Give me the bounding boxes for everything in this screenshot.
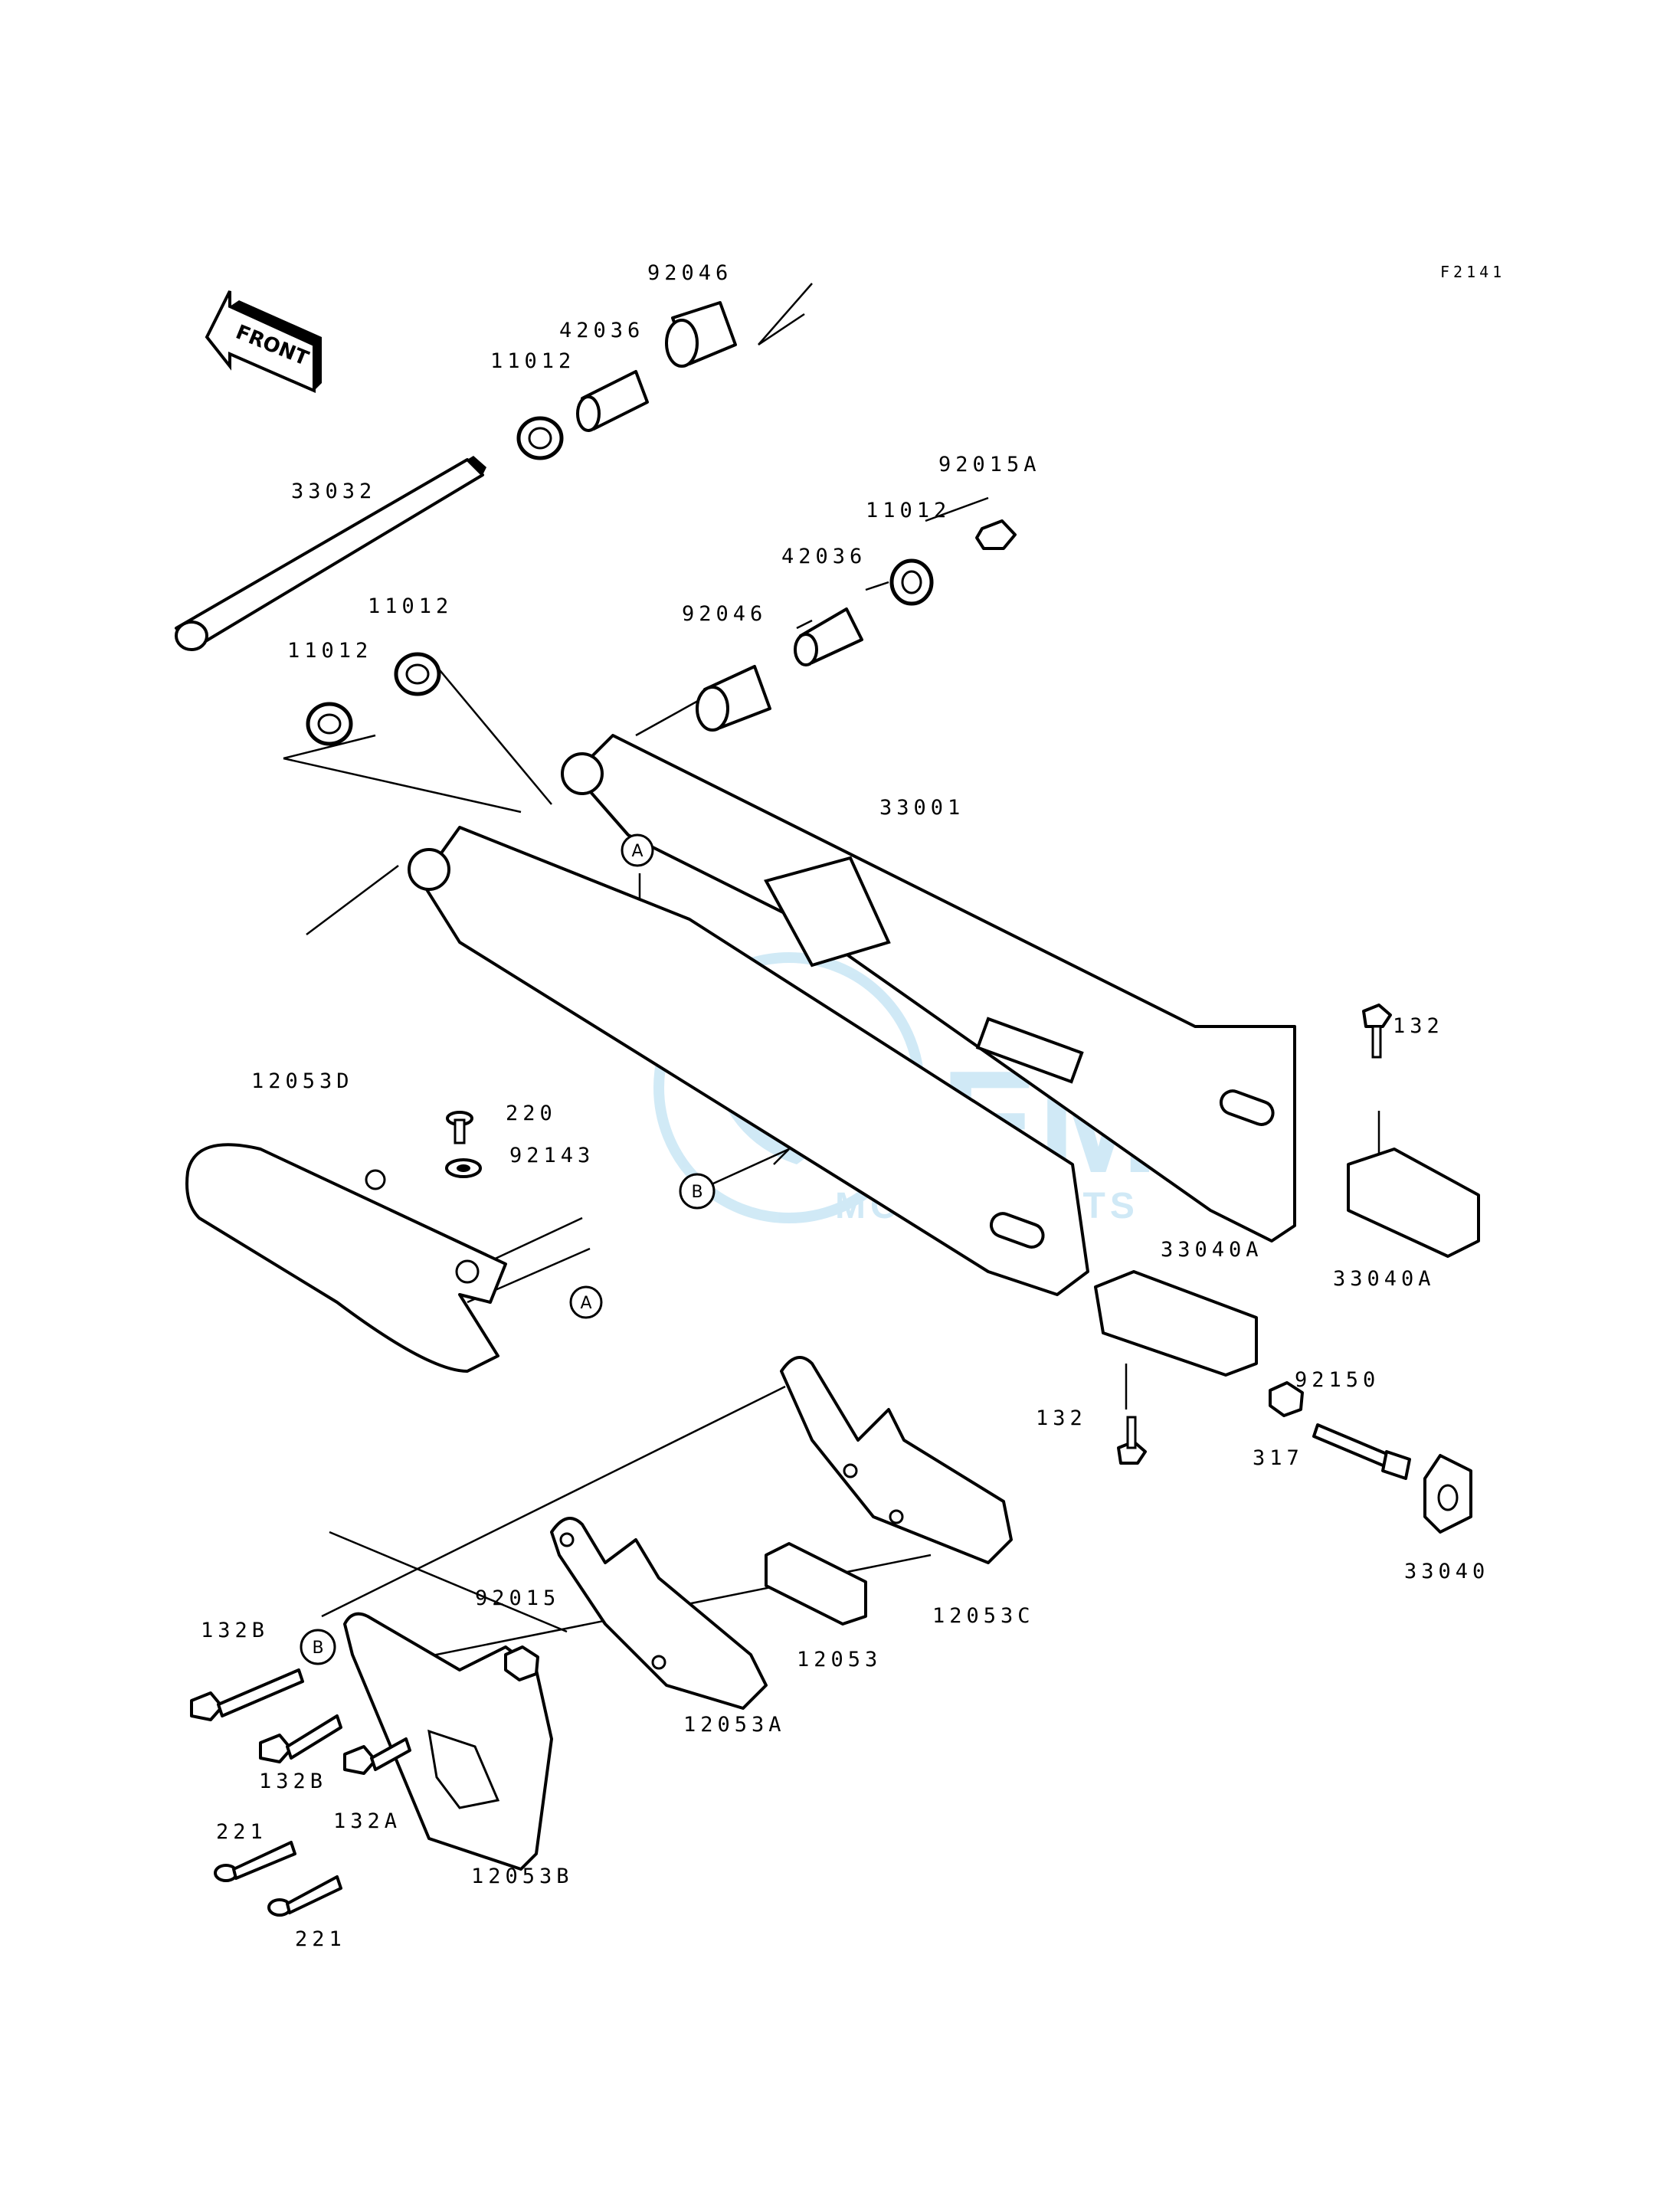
block-33040 — [1423, 1454, 1472, 1534]
seal-11012-left — [306, 702, 353, 746]
guide-plate-12053C — [780, 1356, 1013, 1564]
label-12053: 12053 — [797, 1648, 882, 1671]
label-92046-top: 92046 — [647, 261, 732, 285]
collar-42036-top — [576, 370, 649, 432]
label-33001: 33001 — [879, 796, 964, 820]
nut-317 — [1269, 1381, 1304, 1417]
guide-plate-12053A — [550, 1517, 768, 1710]
screw-220 — [446, 1111, 473, 1144]
screw-221-bottom — [267, 1875, 342, 1917]
label-132B-top: 132B — [201, 1619, 269, 1642]
marker-a-top: A — [621, 833, 654, 867]
adjuster-33040A-right — [1347, 1148, 1480, 1258]
bolt-132A — [343, 1737, 411, 1775]
figure-reference: F2141 — [1440, 263, 1505, 281]
label-221-bottom: 221 — [295, 1927, 346, 1951]
marker-b-top-label: B — [691, 1183, 702, 1202]
label-42036-right: 42036 — [781, 545, 866, 568]
marker-b-bottom-label: B — [312, 1639, 323, 1658]
label-92143: 92143 — [509, 1144, 594, 1167]
bolt-92150 — [1312, 1423, 1411, 1480]
swing-arm — [408, 734, 1296, 1296]
guide-block-12053 — [765, 1542, 867, 1626]
label-11012-top: 11012 — [490, 349, 575, 373]
marker-a-bottom-label: A — [580, 1294, 591, 1313]
screw-221-top — [214, 1841, 296, 1882]
label-11012-left: 11012 — [287, 639, 372, 663]
marker-b-top: B — [679, 1173, 716, 1210]
nut-92015A — [975, 519, 1017, 550]
front-arrow-icon: FRONT — [205, 290, 322, 394]
pivot-shaft — [175, 456, 486, 651]
bolt-132B-bottom — [259, 1714, 342, 1763]
chain-slider-12053D — [185, 1143, 507, 1373]
bearing-92046-right — [696, 665, 771, 732]
bolt-132-right — [1362, 1004, 1392, 1059]
bearing-92046-top — [665, 301, 737, 368]
marker-a-bottom: A — [569, 1285, 603, 1319]
label-220: 220 — [506, 1102, 557, 1125]
label-132B-bottom: 132B — [259, 1770, 327, 1793]
label-11012-right: 11012 — [866, 499, 951, 522]
label-12053C: 12053C — [932, 1604, 1035, 1628]
seal-11012-right — [889, 558, 934, 606]
label-132A: 132A — [333, 1809, 401, 1833]
washer-92143 — [445, 1158, 482, 1178]
seal-11012-mid — [394, 652, 441, 696]
label-12053A: 12053A — [683, 1713, 786, 1737]
adjuster-33040A-mid — [1094, 1270, 1258, 1377]
guide-plate-12053B — [343, 1612, 553, 1871]
label-33040: 33040 — [1404, 1560, 1489, 1583]
label-92015: 92015 — [475, 1586, 560, 1610]
label-12053D: 12053D — [251, 1069, 354, 1093]
marker-b-bottom: B — [300, 1629, 336, 1665]
nut-92015 — [504, 1645, 539, 1681]
label-33040A-mid: 33040A — [1161, 1238, 1263, 1262]
collar-42036-right — [794, 607, 863, 666]
seal-11012-top — [516, 416, 564, 460]
label-92046-right: 92046 — [682, 602, 767, 626]
label-132-right: 132 — [1393, 1014, 1444, 1038]
label-92150: 92150 — [1295, 1368, 1380, 1392]
label-132-mid: 132 — [1036, 1406, 1087, 1430]
label-92015A: 92015A — [938, 453, 1041, 476]
bolt-132B-top — [190, 1668, 304, 1721]
label-42036-top: 42036 — [559, 319, 644, 342]
label-221-top: 221 — [216, 1820, 267, 1844]
marker-a-top-label: A — [631, 842, 643, 861]
label-12053B: 12053B — [471, 1865, 574, 1888]
label-317: 317 — [1253, 1446, 1304, 1470]
label-11012-mid: 11012 — [368, 594, 453, 618]
label-33032: 33032 — [291, 480, 376, 503]
bolt-132-mid — [1117, 1416, 1147, 1465]
label-33040A-right: 33040A — [1333, 1267, 1436, 1291]
